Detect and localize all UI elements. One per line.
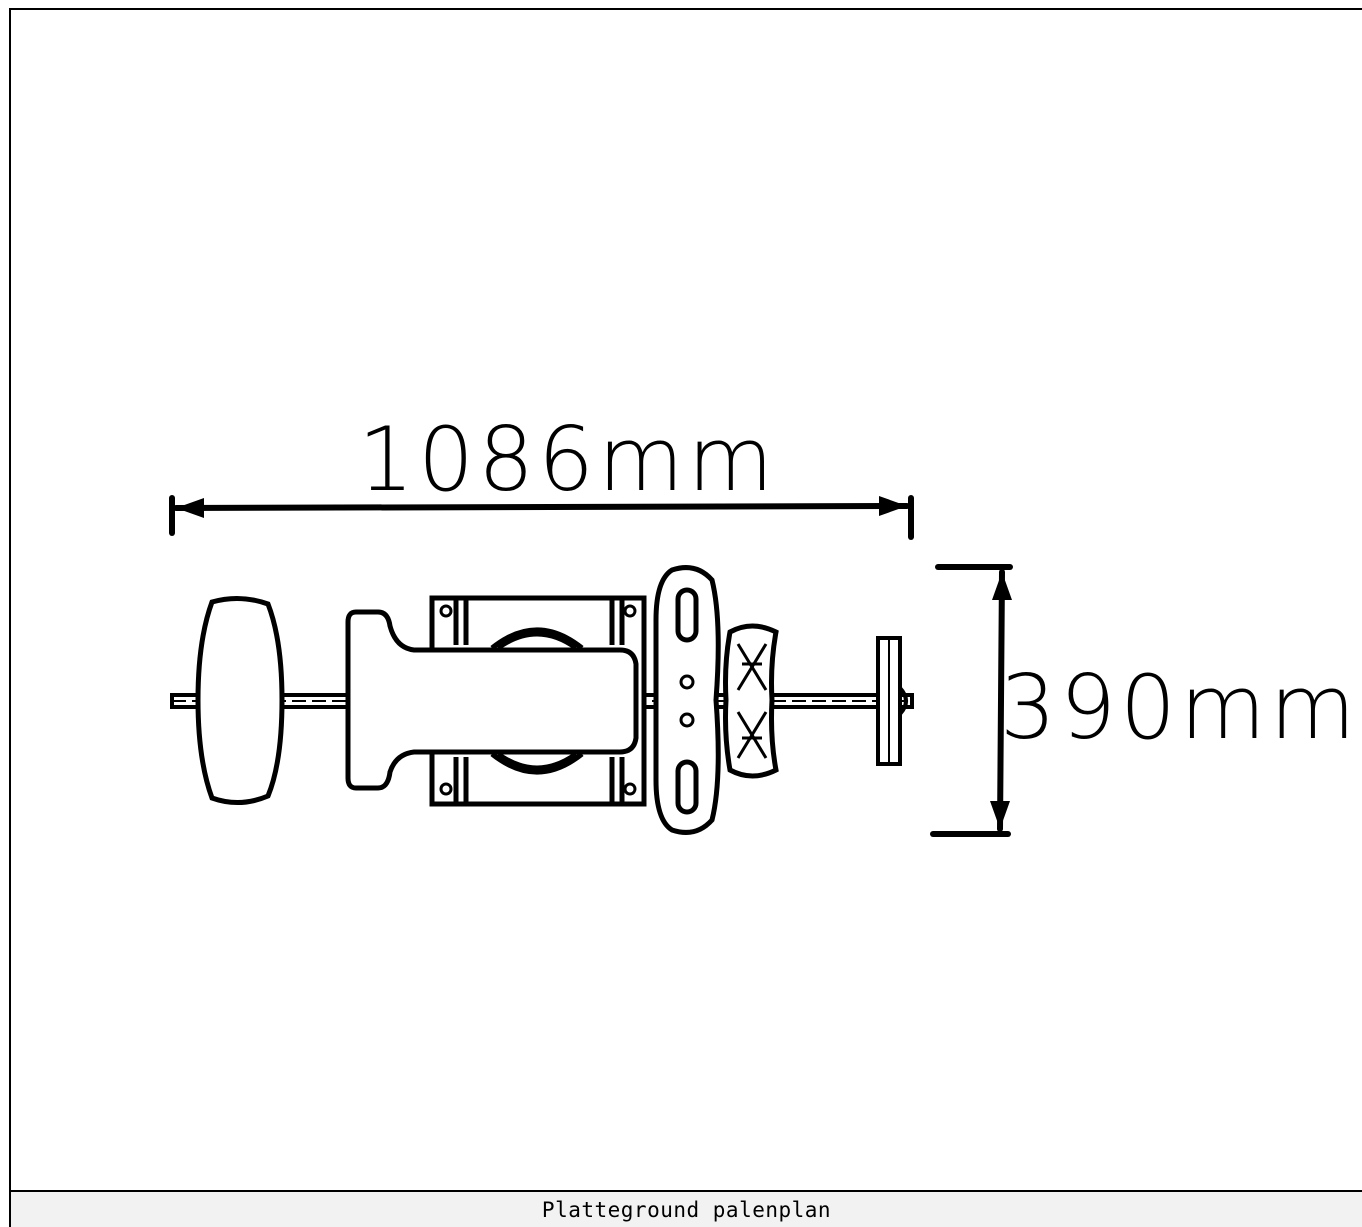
top-view-drawing: 1086mm 390mm — [169, 408, 1359, 837]
width-dimension-arrow-right — [879, 496, 907, 516]
handle-plate-holes — [679, 674, 695, 728]
main-body — [345, 609, 639, 791]
front-grip — [723, 623, 779, 779]
width-dimension-arrow-left — [176, 498, 204, 518]
depth-dimension-label: 390mm — [1000, 656, 1359, 759]
caption-bar: Platteground palenplan — [9, 1190, 1362, 1227]
base-plate-bolts — [439, 604, 637, 796]
rear-seat — [195, 596, 285, 805]
caption-text: Platteground palenplan — [541, 1197, 832, 1222]
spring — [490, 627, 584, 775]
handle-plate-slots — [675, 587, 699, 815]
width-dimension — [169, 495, 914, 540]
handle-plate — [653, 565, 721, 835]
depth-dimension-arrow-bottom — [990, 801, 1010, 829]
width-dimension-line — [173, 503, 910, 511]
width-dimension-label: 1086mm — [358, 408, 777, 511]
depth-dimension-line — [997, 569, 1005, 832]
end-plate — [876, 636, 908, 766]
depth-dimension — [930, 564, 1013, 837]
depth-dimension-arrow-top — [992, 572, 1012, 600]
